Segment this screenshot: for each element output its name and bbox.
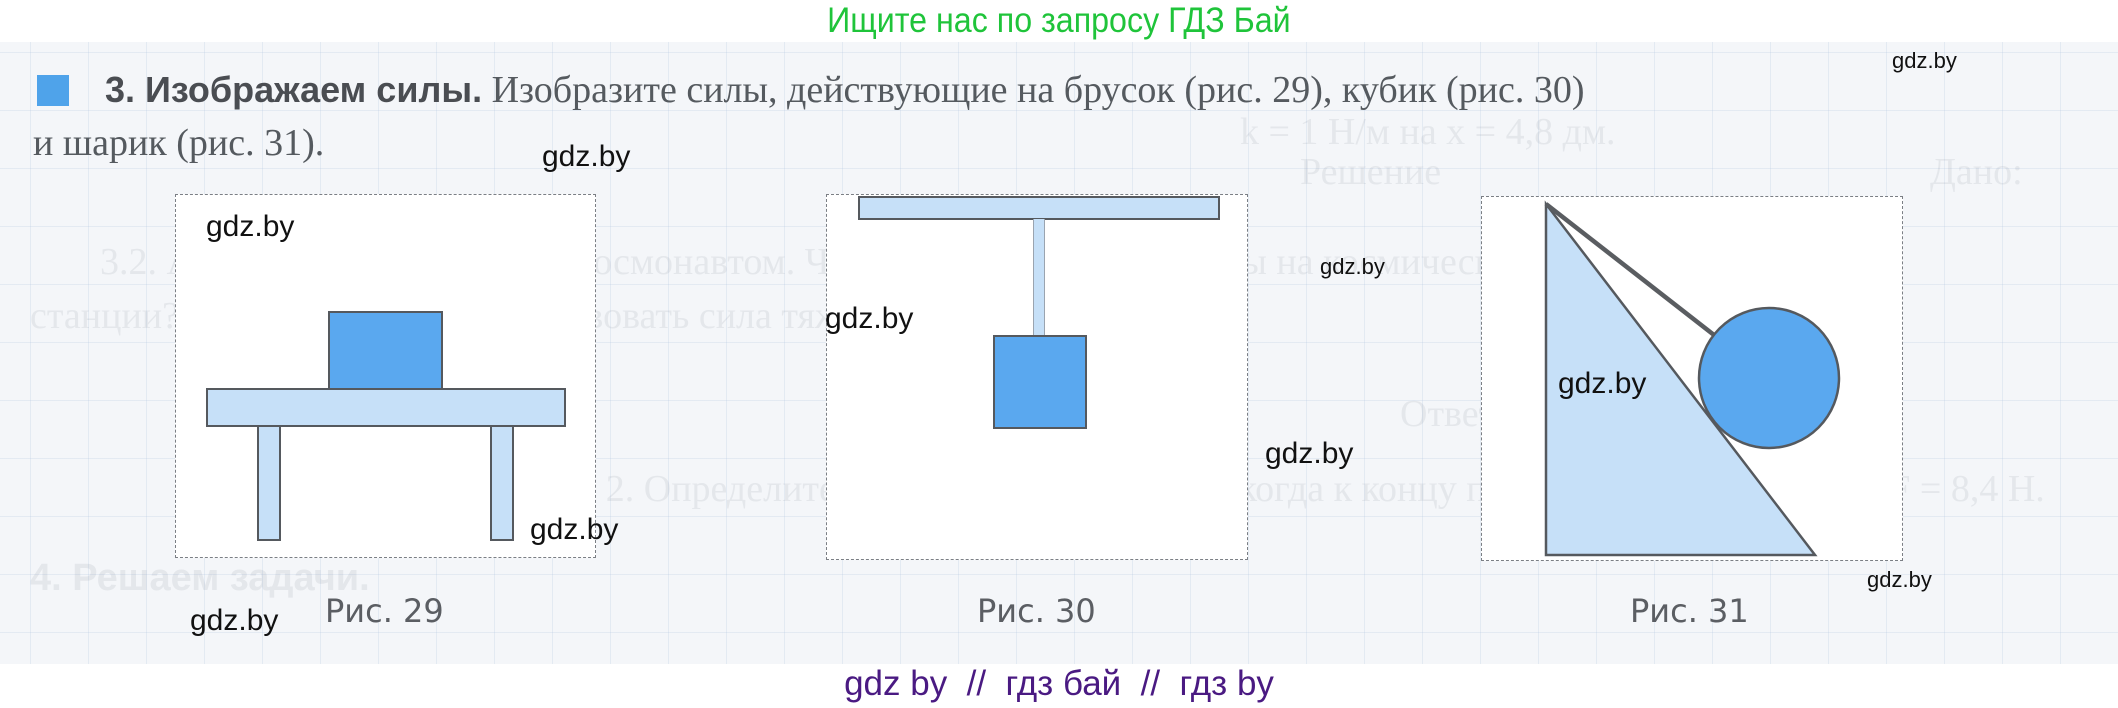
figure-30-frame	[826, 194, 1248, 560]
bleed-through-text: 4. Решаем задачи.	[30, 557, 370, 599]
watermark: gdz.by	[1867, 567, 1932, 592]
task-heading: 3. Изображаем силы. Изобразите силы, дей…	[105, 68, 2045, 112]
bleed-through-text: Дано:	[1930, 151, 2023, 193]
watermark: gdz.by	[1320, 254, 1385, 279]
watermark: gdz.by	[1892, 48, 1957, 73]
bleed-through-text: k = 1 Н/м на x = 4,8 дм.	[1240, 111, 1616, 153]
watermark: gdz.by	[542, 140, 631, 173]
table-leg-right	[490, 425, 514, 541]
task-number-title: 3. Изображаем силы.	[105, 69, 483, 110]
footer-text: gdz by // гдз бай // гдз by	[844, 664, 1274, 703]
figure-30-caption: Рис. 30	[977, 592, 1096, 630]
ball	[1697, 306, 1841, 450]
string	[1544, 202, 1716, 337]
task-text-line2: и шарик (рис. 31).	[33, 122, 325, 164]
block-on-table	[328, 311, 443, 390]
incline-ball-drawing	[1544, 200, 1841, 557]
ceiling-bar	[858, 196, 1220, 220]
figure-29-caption: Рис. 29	[325, 592, 444, 630]
watermark: gdz.by	[1558, 367, 1647, 400]
search-banner-text: Ищите нас по запросу ГДЗ Бай	[827, 1, 1291, 40]
hanging-cube	[993, 335, 1087, 429]
bleed-through-text: Решение	[1300, 151, 1442, 193]
watermark: gdz.by	[1265, 437, 1354, 470]
task-text-line1: Изобразите силы, действующие на брусок (…	[482, 69, 1585, 111]
table-top	[206, 388, 566, 427]
watermark: gdz.by	[825, 302, 914, 335]
watermark: gdz.by	[206, 210, 295, 243]
top-banner: Ищите нас по запросу ГДЗ Бай	[0, 0, 2118, 42]
watermark: gdz.by	[190, 604, 279, 637]
task-bullet-square	[37, 75, 69, 106]
table-leg-left	[257, 425, 281, 541]
bottom-banner: gdz by // гдз бай // гдз by	[0, 664, 2118, 708]
inclined-plane	[1544, 200, 1818, 557]
figure-29-frame	[175, 194, 596, 558]
figure-31-frame	[1481, 196, 1903, 561]
watermark: gdz.by	[530, 513, 619, 546]
suspension-rod	[1033, 219, 1045, 336]
figure-31-caption: Рис. 31	[1630, 592, 1749, 630]
